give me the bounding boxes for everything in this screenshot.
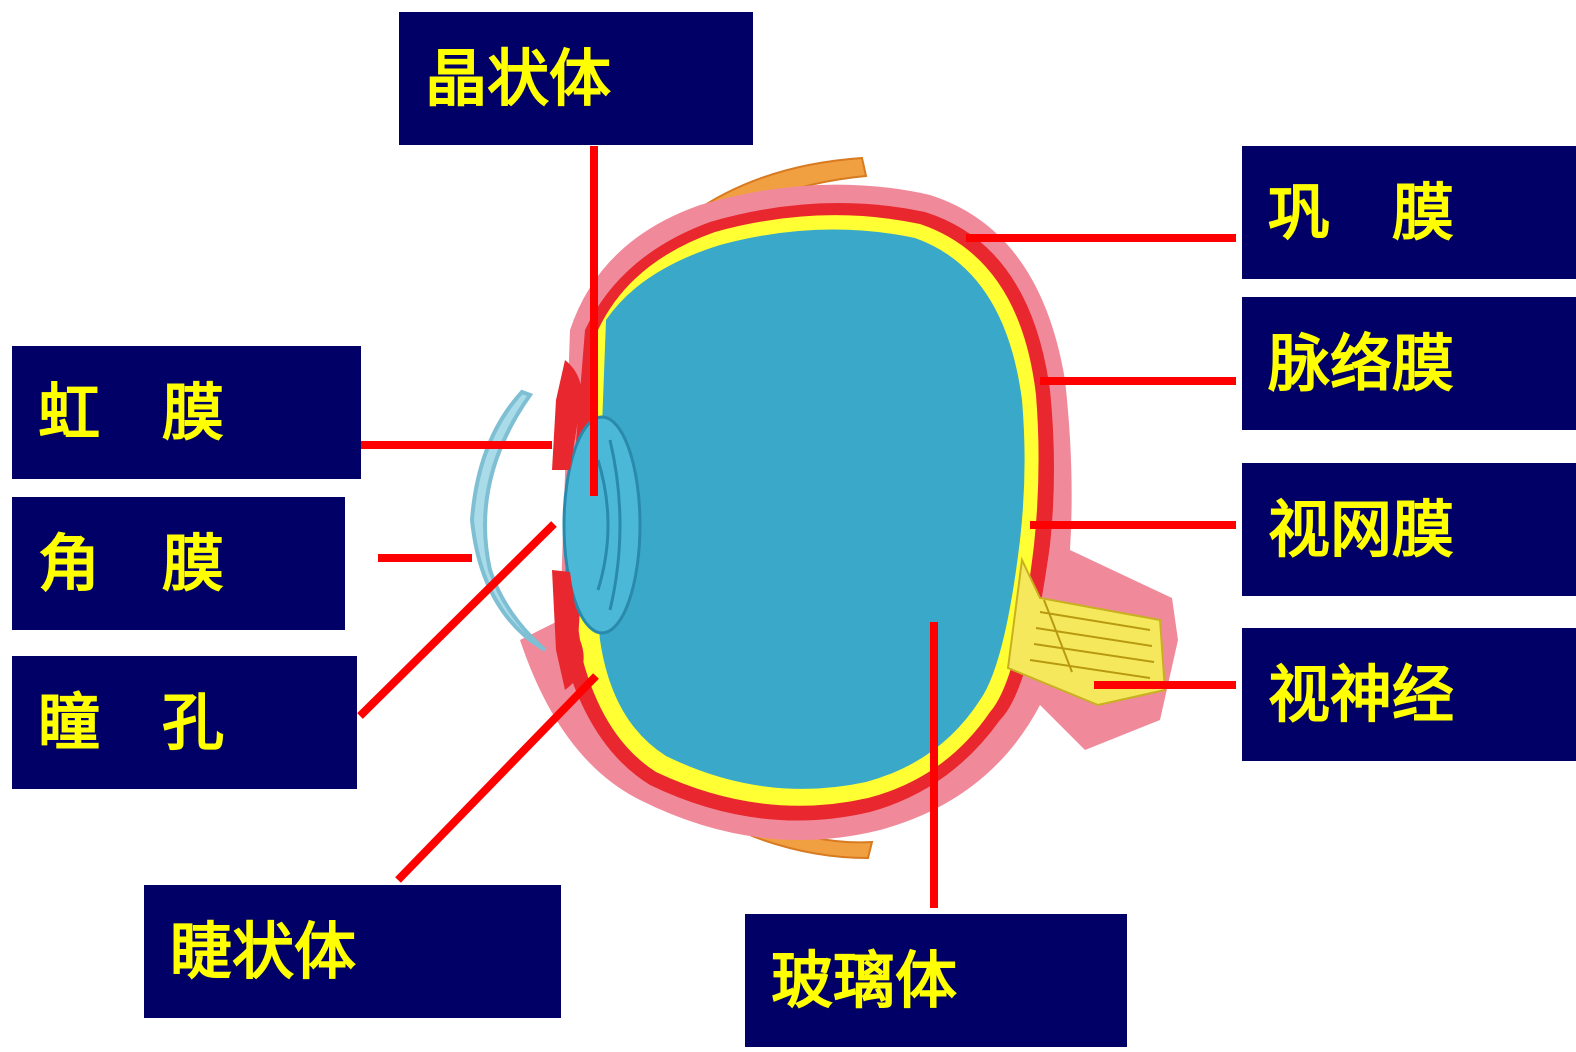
- label-retina-text: 视网膜: [1268, 499, 1454, 561]
- label-iris: 虹 膜: [12, 346, 361, 479]
- pupil-leader-line: [360, 524, 554, 716]
- label-vitreous-body-text: 玻璃体: [771, 950, 957, 1012]
- label-cornea-text: 角 膜: [38, 533, 224, 595]
- cornea-shape: [472, 392, 545, 650]
- label-iris-text: 虹 膜: [38, 382, 224, 444]
- lens-shape: [564, 417, 640, 633]
- ciliary-body-leader-line: [398, 676, 596, 880]
- label-optic-nerve-text: 视神经: [1268, 664, 1454, 726]
- label-sclera: 巩 膜: [1242, 146, 1576, 279]
- label-retina: 视网膜: [1242, 463, 1576, 596]
- label-optic-nerve: 视神经: [1242, 628, 1576, 761]
- label-pupil: 瞳 孔: [12, 656, 357, 789]
- label-lens: 晶状体: [399, 12, 753, 145]
- label-choroid: 脉络膜: [1242, 297, 1576, 430]
- label-pupil-text: 瞳 孔: [38, 692, 224, 754]
- label-ciliary-body: 睫状体: [144, 885, 561, 1018]
- label-cornea: 角 膜: [12, 497, 345, 630]
- label-ciliary-body-text: 睫状体: [170, 921, 356, 983]
- vitreous-shape: [596, 229, 1025, 788]
- label-lens-text: 晶状体: [425, 48, 611, 110]
- label-sclera-text: 巩 膜: [1268, 182, 1454, 244]
- label-vitreous-body: 玻璃体: [745, 914, 1127, 1047]
- label-choroid-text: 脉络膜: [1268, 333, 1454, 395]
